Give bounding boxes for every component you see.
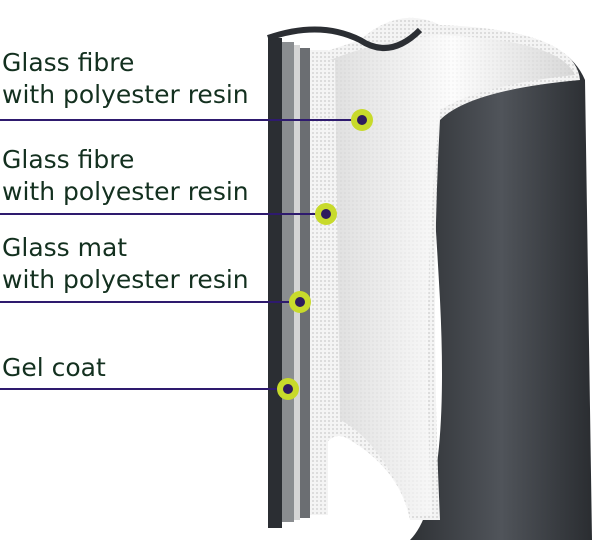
layer-label-2-line1: Glass fibre — [2, 145, 135, 174]
layer-label-2-line2: with polyester resin — [2, 177, 249, 206]
layer-label-4-line1: Gel coat — [2, 353, 106, 382]
layer-marker-2 — [315, 203, 337, 225]
layer-marker-3 — [289, 291, 311, 313]
layer-marker-4 — [277, 378, 299, 400]
layer-label-4: Gel coat — [2, 352, 106, 384]
glass-mat-layer — [282, 42, 294, 522]
layer-label-3-line2: with polyester resin — [2, 265, 249, 294]
layer-label-3-line1: Glass mat — [2, 233, 128, 262]
layer-marker-1 — [351, 109, 373, 131]
layer-label-1: Glass fibre with polyester resin — [2, 47, 249, 111]
glass-fibre-layer — [300, 48, 310, 518]
layer-label-1-line1: Glass fibre — [2, 48, 135, 77]
layer-label-2: Glass fibre with polyester resin — [2, 144, 249, 208]
layer-label-1-line2: with polyester resin — [2, 80, 249, 109]
gel-coat-layer — [268, 38, 282, 528]
outer-shell — [410, 28, 592, 540]
layer-label-3: Glass mat with polyester resin — [2, 232, 249, 296]
